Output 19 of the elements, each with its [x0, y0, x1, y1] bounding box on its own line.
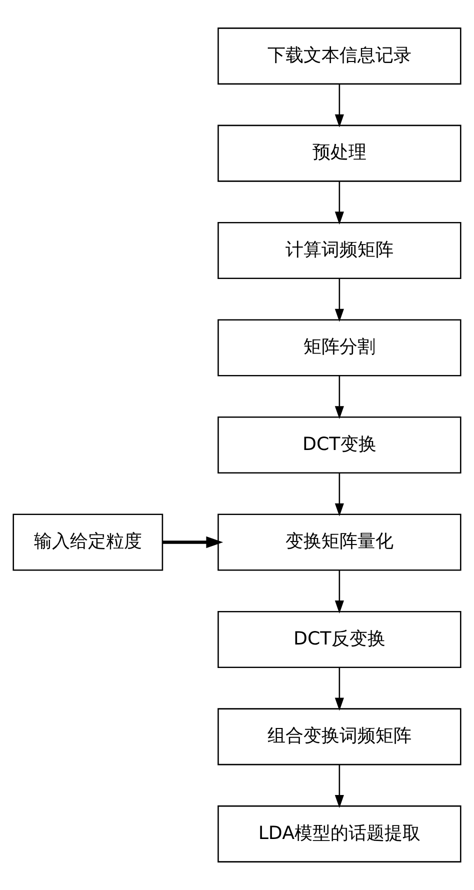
arrow	[334, 668, 344, 711]
node-box: DCT反变换	[218, 610, 462, 668]
arrow	[334, 764, 344, 808]
arrow	[334, 376, 344, 420]
arrow	[334, 181, 344, 225]
node-box: 矩阵分割	[218, 319, 462, 376]
arrow	[162, 536, 224, 548]
node-box: 输入给定粒度	[12, 514, 164, 571]
node-box: DCT变换	[218, 416, 462, 474]
arrow	[334, 84, 344, 128]
node-box: 组合变换词频矩阵	[218, 708, 462, 766]
node-box: 变换矩阵量化	[218, 514, 462, 571]
arrow	[334, 278, 344, 322]
node-box: 计算词频矩阵	[218, 222, 462, 280]
node-box: 预处理	[218, 124, 462, 182]
node-box: LDA模型的话题提取	[218, 805, 462, 862]
arrow	[334, 473, 344, 516]
node-box: 下载文本信息记录	[218, 28, 462, 85]
arrow	[334, 570, 344, 614]
